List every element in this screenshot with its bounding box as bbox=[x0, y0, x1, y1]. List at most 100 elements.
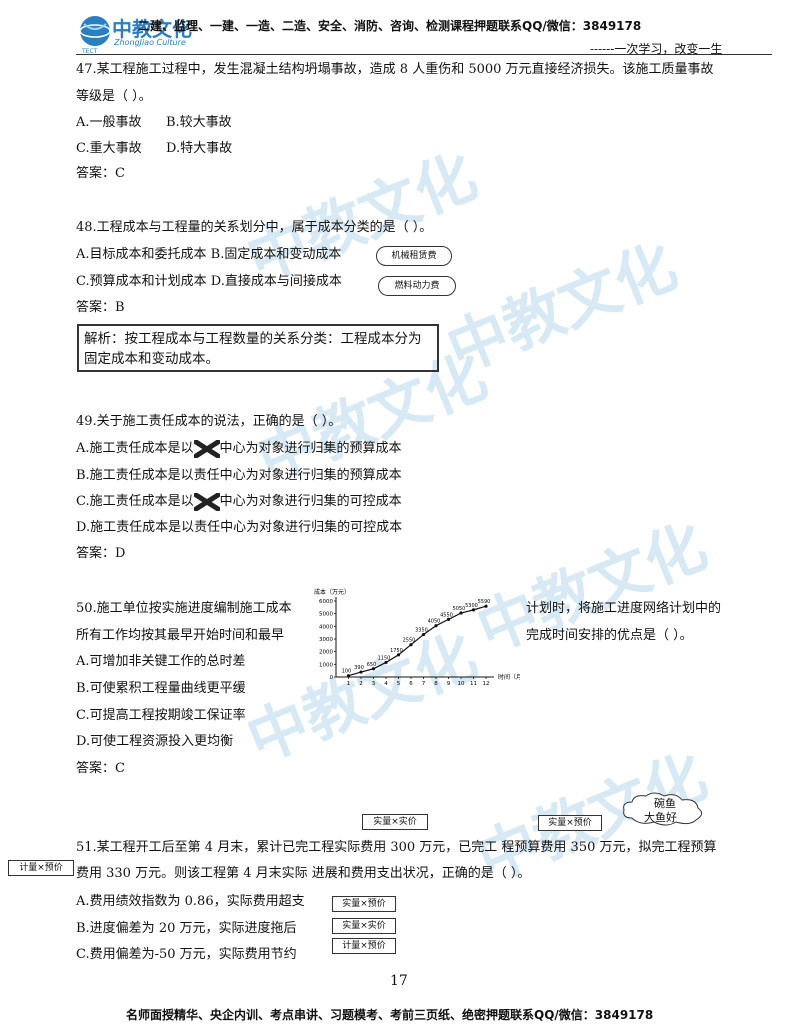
q48-options-cd: C.预算成本和计划成本 D.直接成本与间接成本 bbox=[76, 274, 342, 289]
q47-option-b: B.较大事故 bbox=[166, 115, 232, 130]
data-label: 1750 bbox=[390, 648, 403, 654]
data-label: 100 bbox=[342, 669, 352, 675]
data-label: 650 bbox=[367, 662, 377, 668]
y-tick-label: 2000 bbox=[319, 650, 333, 656]
data-point bbox=[396, 653, 401, 657]
data-label: 4550 bbox=[440, 612, 453, 618]
q49-option-c-part2: 中心为对象进行归集的可控成本 bbox=[219, 494, 402, 509]
q47-stem-cont: 等级是（ ）。 bbox=[76, 89, 152, 104]
q48-answer: 答案：B bbox=[76, 300, 125, 315]
q51-cloud-line2: 大鱼好 bbox=[644, 811, 677, 824]
data-point bbox=[446, 617, 451, 621]
cross-mark-icon bbox=[193, 492, 221, 511]
page-number: 17 bbox=[390, 973, 408, 989]
q51-stem: 51.某工程开工后至第 4 月末，累计已完工程实际费用 300 万元，已完工 程… bbox=[76, 840, 717, 855]
data-point bbox=[434, 624, 438, 628]
q51-formula-box-left: 计量×预价 bbox=[8, 860, 74, 876]
header-slogan: ------一次学习，改变一生 bbox=[590, 42, 723, 56]
q48-explanation-line1: 解析：按工程成本与工程数量的关系分类：工程成本分为 bbox=[84, 331, 422, 347]
data-label: 2550 bbox=[403, 638, 416, 644]
q49-option-a: A.施工责任成本是以 中心为对象进行归集的预算成本 bbox=[76, 439, 402, 458]
q51-option-a: A.费用绩效指数为 0.86，实际费用超支 bbox=[76, 894, 305, 909]
data-point bbox=[346, 674, 351, 678]
q51-stem-cont: 费用 330 万元。则该工程第 4 月末实际 进展和费用支出状况，正确的是（ ）… bbox=[76, 866, 531, 881]
q48-options-ab: A.目标成本和委托成本 B.固定成本和变动成本 bbox=[76, 247, 342, 262]
q48-explanation-line2: 固定成本和变动成本。 bbox=[84, 351, 219, 367]
cost-curve-chart: 成本（万元）时间（月）01000200030004000500060001234… bbox=[314, 588, 520, 687]
x-axis-label: 时间（月） bbox=[498, 673, 520, 681]
q50-stem-right-2: 完成时间安排的优点是（ ）。 bbox=[526, 628, 693, 643]
q47-option-d: D.特大事故 bbox=[166, 141, 233, 156]
x-tick-label: 5 bbox=[397, 681, 401, 687]
data-point bbox=[359, 670, 363, 674]
q51-cloud-note: 碗鱼 大鱼好 bbox=[620, 792, 706, 826]
y-axis-label: 成本（万元） bbox=[314, 588, 350, 596]
data-label: 5050 bbox=[453, 606, 466, 612]
data-label: 5590 bbox=[478, 599, 491, 605]
x-tick-label: 7 bbox=[422, 681, 426, 687]
q47-option-c: C.重大事故 bbox=[76, 141, 142, 156]
q47-option-a: A.一般事故 bbox=[76, 115, 142, 130]
data-point bbox=[459, 611, 463, 615]
footer-text: 名师面授精华、央企内训、考点串讲、习题模考、考前三页纸、绝密押题联系QQ/微信：… bbox=[126, 1008, 654, 1022]
q50-stem-left-1: 50.施工单位按实施进度编制施工成本 bbox=[76, 601, 292, 616]
series-line bbox=[348, 605, 487, 677]
q50-option-c: C.可提高工程按期竣工保证率 bbox=[76, 708, 246, 723]
q51-option-c: C.费用偏差为-50 万元，实际费用节约 bbox=[76, 947, 297, 962]
data-label: 390 bbox=[354, 665, 364, 671]
q48-explanation-box: 解析：按工程成本与工程数量的关系分类：工程成本分为 固定成本和变动成本。 bbox=[77, 324, 439, 372]
header-logo: 中教文化 ZhongJiao Culture TECT bbox=[76, 10, 216, 56]
q51-side-box: 实量×实价 bbox=[332, 918, 396, 934]
cross-mark-icon bbox=[193, 439, 221, 458]
x-tick-label: 3 bbox=[372, 681, 376, 687]
q51-cloud-line1: 碗鱼 bbox=[654, 797, 676, 810]
logo-cn-text: 中教文化 bbox=[112, 17, 192, 41]
y-tick-label: 6000 bbox=[319, 599, 333, 605]
q48-note-machinery: 机械租赁费 bbox=[376, 246, 452, 266]
q47-stem: 47.某工程施工过程中，发生混凝土结构坍塌事故，造成 8 人重伤和 5000 万… bbox=[76, 62, 714, 77]
q50-option-d: D.可使工程资源投入更均衡 bbox=[76, 734, 234, 749]
q49-option-c-part1: C.施工责任成本是以 bbox=[76, 494, 194, 509]
q49-option-b: B.施工责任成本是以责任中心为对象进行归集的预算成本 bbox=[76, 468, 402, 483]
header-divider bbox=[76, 54, 772, 55]
data-label: 4050 bbox=[428, 619, 441, 625]
q48-note-fuel: 燃料动力费 bbox=[378, 276, 456, 296]
data-point bbox=[371, 667, 376, 671]
x-tick-label: 8 bbox=[434, 681, 438, 687]
watermark: 中教文化 bbox=[437, 231, 687, 387]
data-point bbox=[471, 608, 476, 612]
q48-stem: 48.工程成本与工程量的关系划分中，属于成本分类的是（ ）。 bbox=[76, 220, 433, 235]
q50-stem-right-1: 计划时，将施工进度网络计划中的 bbox=[526, 601, 722, 616]
q51-formula-box: 实量×预价 bbox=[538, 815, 602, 831]
q49-stem: 49.关于施工责任成本的说法，正确的是（ ）。 bbox=[76, 414, 342, 429]
y-tick-label: 4000 bbox=[319, 624, 333, 630]
data-label: 5300 bbox=[465, 603, 478, 609]
logo-globe-icon bbox=[79, 16, 111, 46]
y-tick-label: 1000 bbox=[319, 662, 333, 668]
q49-option-a-part1: A.施工责任成本是以 bbox=[76, 441, 194, 456]
x-tick-label: 10 bbox=[458, 681, 465, 687]
q51-side-box: 实量×预价 bbox=[332, 896, 396, 912]
q50-option-a: A.可增加非关键工作的总时差 bbox=[76, 654, 246, 669]
logo-en-text: ZhongJiao Culture bbox=[114, 38, 186, 47]
y-tick-label: 5000 bbox=[319, 612, 333, 618]
q50-stem-left-2: 所有工作均按其最早开始时间和最早 bbox=[76, 628, 285, 643]
cloud-shape-icon bbox=[623, 792, 702, 826]
data-point bbox=[421, 632, 426, 637]
data-label: 1150 bbox=[378, 655, 391, 661]
x-tick-label: 9 bbox=[447, 681, 451, 687]
q49-option-d: D.施工责任成本是以责任中心为对象进行归集的可控成本 bbox=[76, 520, 403, 535]
data-point bbox=[384, 660, 388, 665]
x-tick-label: 4 bbox=[384, 681, 388, 687]
data-label: 3350 bbox=[415, 628, 428, 634]
x-tick-label: 1 bbox=[347, 681, 351, 687]
q49-option-a-part2: 中心为对象进行归集的预算成本 bbox=[219, 441, 402, 456]
q51-side-box: 计量×预价 bbox=[332, 938, 396, 954]
q51-formula-box: 实量×实价 bbox=[362, 814, 428, 830]
logo-abbr-text: TECT bbox=[82, 48, 98, 55]
x-tick-label: 6 bbox=[409, 681, 413, 687]
q50-option-b: B.可使累积工程量曲线更平缓 bbox=[76, 681, 246, 696]
data-point bbox=[409, 643, 413, 647]
q49-answer: 答案：D bbox=[76, 546, 126, 561]
x-tick-label: 2 bbox=[359, 681, 363, 687]
